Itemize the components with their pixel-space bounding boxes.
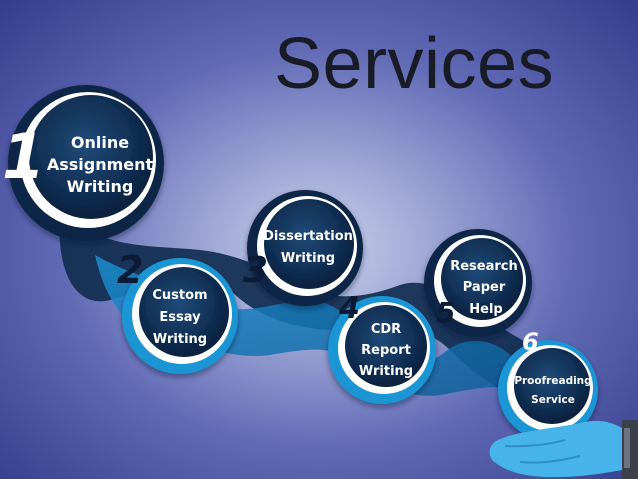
svg-text:Assignment: Assignment xyxy=(47,155,154,174)
service-number-3: 3 xyxy=(243,250,268,291)
service-label-5: Research Paper Help xyxy=(450,259,518,317)
service-node-2 xyxy=(122,258,238,374)
service-number-6: 6 xyxy=(522,328,539,356)
svg-text:Report: Report xyxy=(361,343,411,358)
svg-text:Writing: Writing xyxy=(153,332,207,347)
svg-text:Writing: Writing xyxy=(67,177,134,196)
service-label-6: Proofreading Service xyxy=(514,375,591,406)
service-node-6 xyxy=(498,340,598,440)
svg-text:Research: Research xyxy=(450,259,518,274)
chain-ribbon-light xyxy=(95,255,530,396)
service-node-1 xyxy=(8,85,164,241)
service-label-2: Custom Essay Writing xyxy=(152,288,207,347)
service-node-5 xyxy=(424,229,532,337)
page-title: Services xyxy=(274,24,555,104)
svg-text:CDR: CDR xyxy=(371,322,401,337)
service-number-4: 4 xyxy=(338,291,360,326)
svg-text:Online: Online xyxy=(71,133,129,152)
svg-text:Service: Service xyxy=(531,394,575,406)
svg-text:Paper: Paper xyxy=(463,280,506,295)
svg-text:Dissertation: Dissertation xyxy=(263,229,353,244)
svg-text:Custom: Custom xyxy=(152,288,207,303)
service-number-5: 5 xyxy=(436,296,455,329)
service-node-3 xyxy=(247,190,363,306)
service-label-1: Online Assignment Writing xyxy=(47,133,154,196)
svg-text:Help: Help xyxy=(469,302,502,317)
service-number-2: 2 xyxy=(117,248,143,292)
service-number-1: 1 xyxy=(2,120,45,193)
svg-text:Writing: Writing xyxy=(281,251,335,266)
svg-text:Proofreading: Proofreading xyxy=(514,375,591,387)
service-label-4: CDR Report Writing xyxy=(359,322,413,379)
open-hand-icon xyxy=(489,420,638,479)
service-label-3: Dissertation Writing xyxy=(263,229,353,266)
service-node-4 xyxy=(328,296,436,404)
svg-text:Essay: Essay xyxy=(159,310,201,325)
svg-text:Writing: Writing xyxy=(359,364,413,379)
